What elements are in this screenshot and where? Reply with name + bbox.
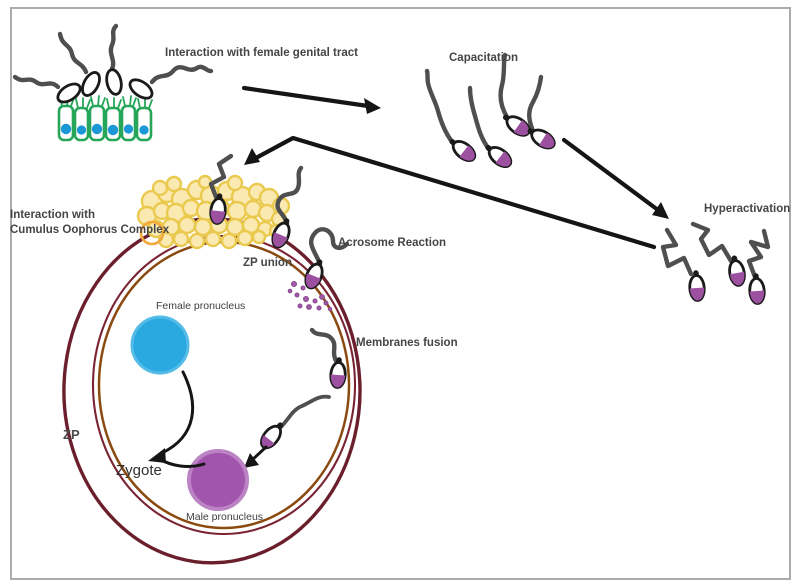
- arrow-to-hyperactivation: [561, 137, 669, 219]
- genital-tract-epithelium: [57, 95, 153, 142]
- label-membranes-fusion: Membranes fusion: [356, 337, 458, 349]
- acrosome-granules: [287, 281, 333, 312]
- page-border: [10, 7, 791, 580]
- label-zygote: Zygote: [116, 462, 162, 479]
- sperm-acrosome-reaction: [287, 227, 350, 312]
- cumulus-orange-ring: [139, 220, 165, 246]
- sperm-cumulus-penetration: [208, 153, 234, 225]
- epithelial-cells: [57, 104, 153, 142]
- label-zp: ZP: [63, 427, 80, 442]
- arrow-to-capacitation: [241, 85, 381, 114]
- sperm-group-genital-tract: [12, 23, 214, 104]
- label-hyperactivation: Hyperactivation: [704, 203, 790, 215]
- arrow-to-male-pronucleus: [244, 445, 268, 468]
- label-genital-tract: Interaction with female genital tract: [165, 47, 358, 59]
- label-acrosome-reaction: Acrosome Reaction: [338, 237, 446, 249]
- label-female-pronucleus: Female pronucleus: [156, 300, 245, 312]
- arrows-to-zygote: [148, 370, 206, 468]
- label-cumulus-line1: Interaction with: [10, 209, 95, 221]
- sperm-membranes-fusion: [309, 327, 347, 389]
- sperm-inside-oocyte: [244, 394, 331, 468]
- label-capacitation: Capacitation: [449, 52, 518, 64]
- sperm-zp-union: [271, 165, 304, 249]
- female-pronucleus-circle: [130, 315, 190, 375]
- label-male-pronucleus: Male pronucleus: [186, 511, 263, 523]
- cumulus-oophorus-complex: [136, 174, 291, 250]
- label-cumulus-line2: Cumulus Oophorus Complex: [10, 224, 170, 236]
- cilia: [59, 95, 153, 109]
- sperm-group-capacitation: [424, 52, 556, 168]
- arrow-hyperactivation-to-cumulus: [244, 135, 657, 250]
- label-zp-union: ZP union: [243, 257, 292, 269]
- male-pronucleus-circle: [187, 449, 249, 511]
- sperm-group-hyperactivation: [660, 221, 771, 305]
